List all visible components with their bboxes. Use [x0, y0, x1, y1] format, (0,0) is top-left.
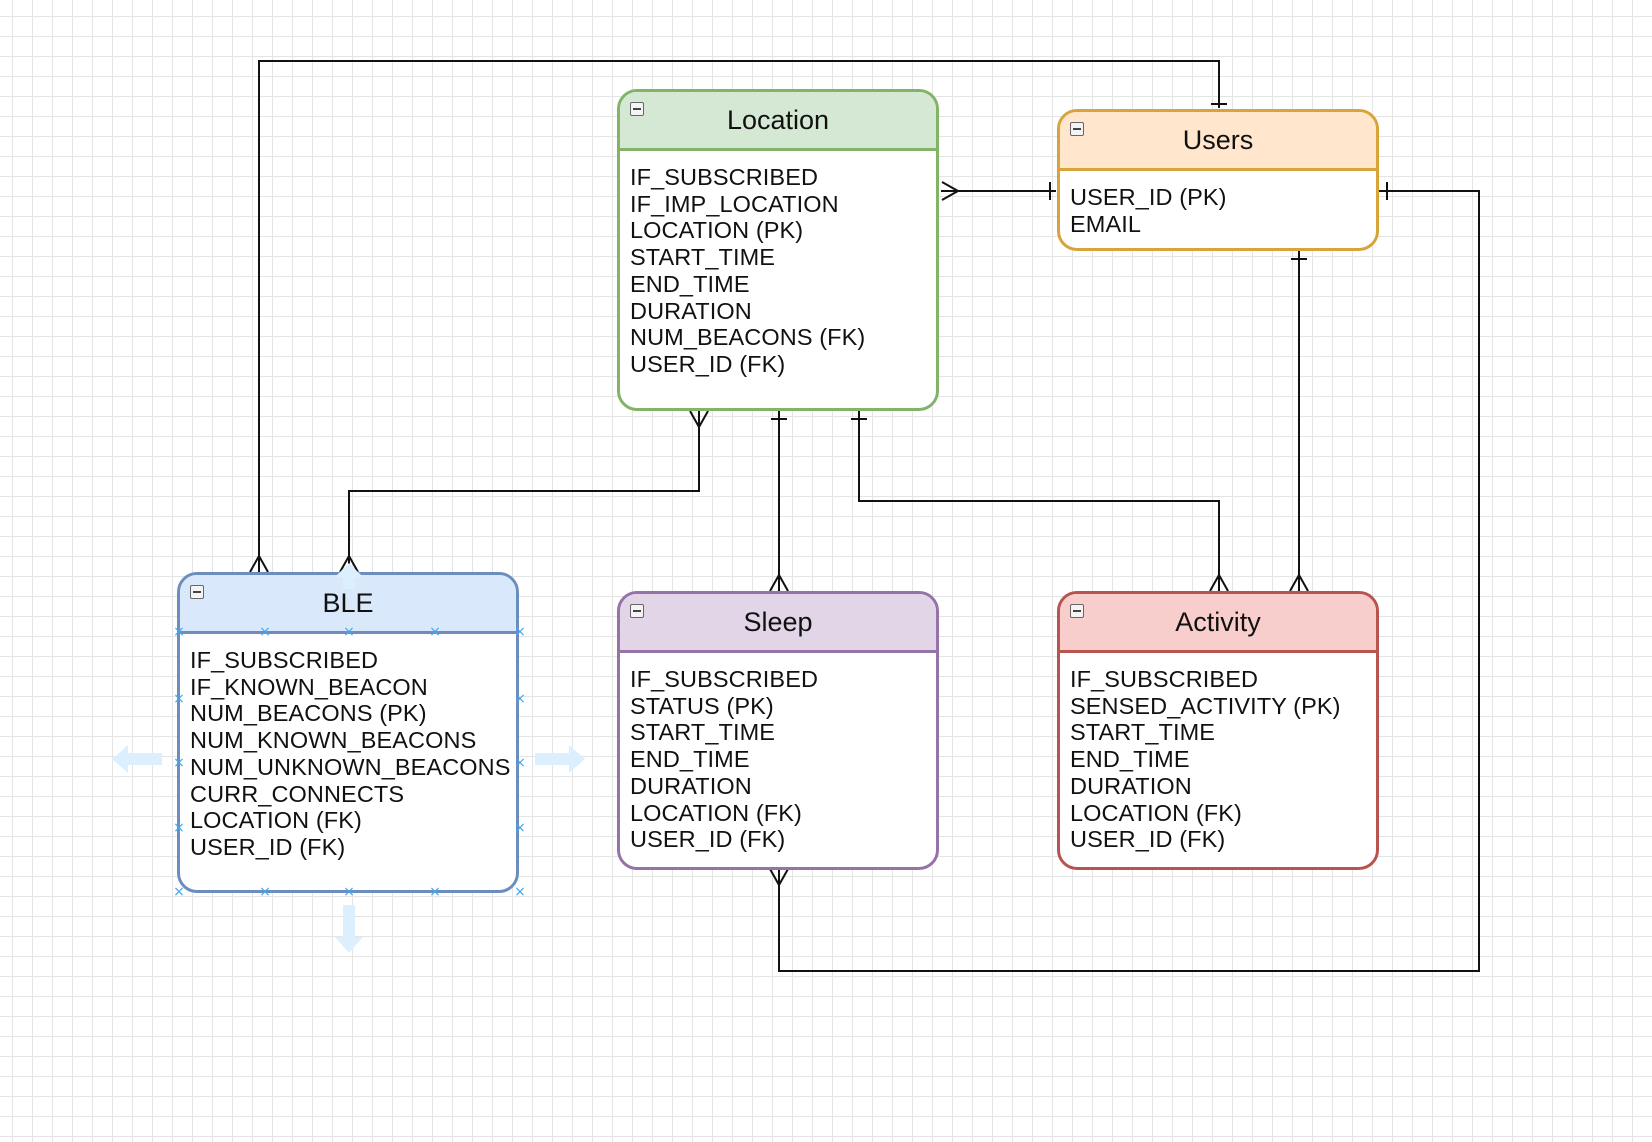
entity-field[interactable]: DURATION [630, 297, 752, 324]
entity-field[interactable]: LOCATION (FK) [630, 799, 802, 826]
entity-field[interactable]: DURATION [1070, 772, 1192, 799]
entity-field[interactable]: IF_SUBSCRIBED [190, 647, 379, 673]
entity-field-list: IF_SUBSCRIBED IF_IMP_LOCATION LOCATION (… [620, 151, 936, 378]
entity-field[interactable]: USER_ID (PK) [1070, 184, 1227, 210]
users-entity-header[interactable]: Users [1060, 112, 1376, 171]
entity-field[interactable]: EMAIL [1070, 210, 1142, 237]
collapse-icon[interactable] [1070, 122, 1084, 136]
entity-field[interactable]: NUM_BEACONS (PK) [190, 700, 427, 727]
entity-title: BLE [322, 587, 374, 618]
entity-field[interactable]: USER_ID (FK) [1070, 826, 1226, 853]
sleep-entity-header[interactable]: Sleep [620, 594, 936, 653]
edge-users-activity[interactable] [1289, 251, 1309, 592]
entity-field[interactable]: DURATION [630, 772, 752, 799]
connection-point-handle[interactable]: × [514, 755, 526, 771]
collapse-icon[interactable] [190, 585, 204, 599]
connection-point-handle[interactable]: × [173, 624, 185, 640]
connection-point-handle[interactable]: × [514, 820, 526, 836]
arrow-right-icon[interactable] [535, 745, 585, 773]
entity-field-list: IF_SUBSCRIBED SENSED_ACTIVITY (PK) START… [1060, 653, 1376, 853]
entity-field-list: IF_SUBSCRIBED IF_KNOWN_BEACON NUM_BEACON… [180, 634, 516, 861]
sleep-entity[interactable]: Sleep IF_SUBSCRIBED STATUS (PK) START_TI… [617, 591, 939, 870]
location-entity-header[interactable]: Location [620, 92, 936, 151]
activity-entity-header[interactable]: Activity [1060, 594, 1376, 653]
connection-point-handle[interactable]: × [259, 884, 271, 900]
connection-point-handle[interactable]: × [259, 624, 271, 640]
entity-title: Sleep [743, 606, 813, 637]
collapse-icon[interactable] [630, 102, 644, 116]
entity-field-list: IF_SUBSCRIBED STATUS (PK) START_TIME END… [620, 653, 936, 853]
ble-entity[interactable]: BLE IF_SUBSCRIBED IF_KNOWN_BEACON NUM_BE… [177, 572, 519, 893]
entity-field[interactable]: START_TIME [630, 719, 776, 746]
entity-field[interactable]: END_TIME [630, 746, 750, 773]
connection-point-handle[interactable]: × [343, 884, 355, 900]
entity-field[interactable]: IF_SUBSCRIBED [630, 666, 819, 692]
arrow-up-icon[interactable] [335, 563, 363, 589]
edge-location-ble[interactable] [339, 410, 709, 573]
location-entity[interactable]: Location IF_SUBSCRIBED IF_IMP_LOCATION L… [617, 89, 939, 411]
collapse-icon[interactable] [630, 604, 644, 618]
arrow-left-icon[interactable] [112, 745, 162, 773]
entity-field[interactable]: IF_SUBSCRIBED [630, 164, 819, 190]
entity-title: Location [726, 104, 830, 135]
entity-field[interactable]: START_TIME [1070, 719, 1216, 746]
entity-field[interactable]: USER_ID (FK) [190, 833, 346, 860]
connection-point-handle[interactable]: × [514, 884, 526, 900]
edge-location-users[interactable] [941, 181, 1056, 201]
connection-point-handle[interactable]: × [173, 884, 185, 900]
connection-point-handle[interactable]: × [429, 624, 441, 640]
edge-location-activity[interactable] [851, 411, 1229, 592]
entity-field[interactable]: LOCATION (FK) [1070, 799, 1242, 826]
entity-field[interactable]: STATUS (PK) [630, 692, 774, 719]
edge-location-sleep[interactable] [769, 411, 789, 592]
entity-field[interactable]: LOCATION (FK) [190, 807, 362, 834]
entity-field[interactable]: END_TIME [630, 270, 750, 297]
connection-point-handle[interactable]: × [173, 691, 185, 707]
activity-entity[interactable]: Activity IF_SUBSCRIBED SENSED_ACTIVITY (… [1057, 591, 1379, 870]
connection-point-handle[interactable]: × [514, 691, 526, 707]
connection-point-handle[interactable]: × [173, 755, 185, 771]
entity-field[interactable]: USER_ID (FK) [630, 826, 786, 853]
users-entity[interactable]: Users USER_ID (PK) EMAIL [1057, 109, 1379, 251]
entity-field[interactable]: IF_KNOWN_BEACON [190, 673, 428, 700]
entity-field[interactable]: IF_SUBSCRIBED [1070, 666, 1259, 692]
entity-field[interactable]: CURR_CONNECTS [190, 780, 405, 807]
connection-point-handle[interactable]: × [343, 624, 355, 640]
entity-field[interactable]: USER_ID (FK) [630, 350, 786, 377]
entity-field[interactable]: START_TIME [630, 244, 776, 271]
arrow-down-icon[interactable] [335, 905, 363, 953]
entity-field[interactable]: NUM_UNKNOWN_BEACONS [190, 753, 511, 780]
entity-title: Users [1182, 124, 1254, 155]
connection-point-handle[interactable]: × [429, 884, 441, 900]
entity-field[interactable]: END_TIME [1070, 746, 1190, 773]
connection-point-handle[interactable]: × [173, 820, 185, 836]
entity-title: Activity [1175, 606, 1261, 637]
entity-field[interactable]: NUM_BEACONS (FK) [630, 324, 866, 351]
collapse-icon[interactable] [1070, 604, 1084, 618]
entity-field-list: USER_ID (PK) EMAIL [1060, 171, 1376, 237]
entity-field[interactable]: LOCATION (PK) [630, 217, 804, 244]
connection-point-handle[interactable]: × [514, 624, 526, 640]
entity-field[interactable]: SENSED_ACTIVITY (PK) [1070, 692, 1341, 719]
entity-field[interactable]: NUM_KNOWN_BEACONS [190, 727, 477, 754]
entity-field[interactable]: IF_IMP_LOCATION [630, 190, 839, 217]
